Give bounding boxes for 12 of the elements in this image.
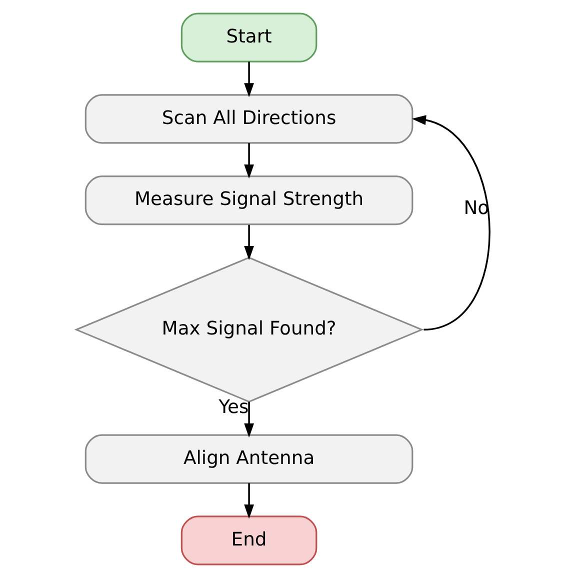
node-box: Align Antenna bbox=[84, 434, 414, 484]
node-box: Scan All Directions bbox=[84, 94, 414, 144]
arrow bbox=[244, 62, 254, 98]
arrow bbox=[244, 402, 254, 438]
node-box: End bbox=[180, 516, 318, 566]
node-box: Start bbox=[180, 12, 318, 62]
node-box: Measure Signal Strength bbox=[84, 176, 414, 226]
arrow bbox=[244, 224, 254, 260]
arrow bbox=[244, 143, 254, 179]
arrow bbox=[244, 483, 254, 519]
arrow bbox=[412, 115, 490, 331]
edge-label: No bbox=[464, 198, 490, 219]
